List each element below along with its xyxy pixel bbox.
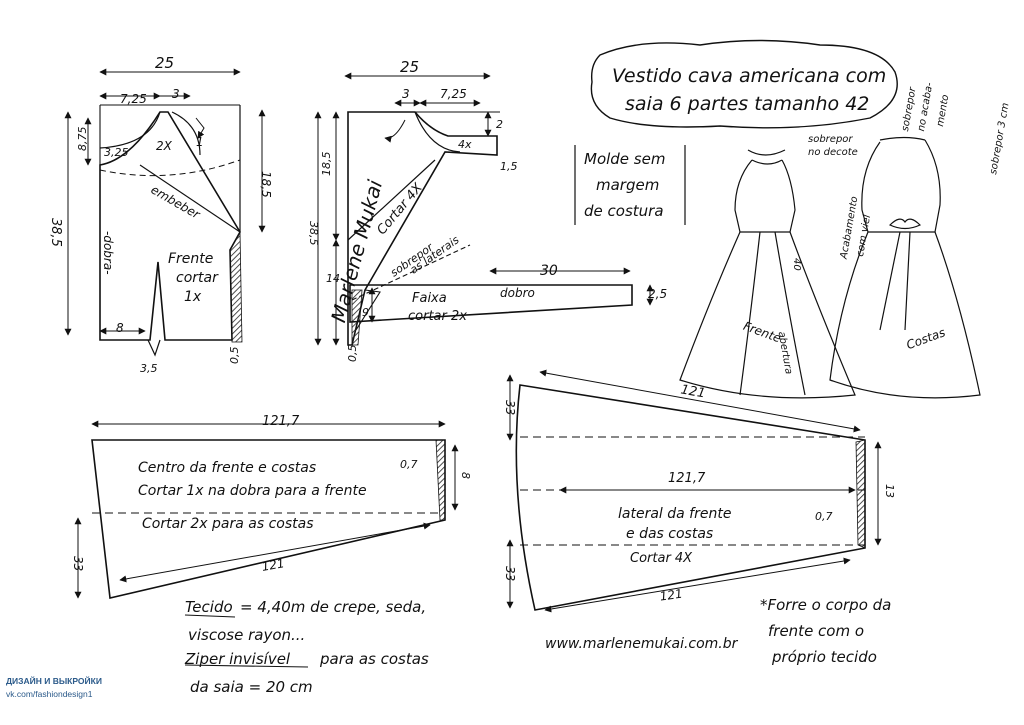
- center-skirt-panel: [74, 420, 459, 599]
- dress-sketch-back: [829, 136, 981, 399]
- side-label-3: Cortar 4X: [630, 551, 693, 566]
- back-h3: 14: [326, 272, 340, 285]
- front-e: 2X: [156, 139, 173, 153]
- back-nine: 9: [362, 306, 369, 319]
- sketch-sobrepor: sobrepor: [808, 134, 853, 145]
- back-c: 2: [496, 118, 503, 131]
- back-b: 7,25: [440, 87, 467, 101]
- watermark-title: ДИЗАЙН И ВЫКРОЙКИ: [6, 676, 102, 686]
- note-tecido-3: viscose rayon...: [188, 626, 305, 644]
- molde-line-2: margem: [596, 176, 659, 194]
- front-bodice-dimensions: [64, 68, 266, 336]
- center-height: 33: [71, 556, 85, 571]
- sketch-mento: mento: [935, 94, 951, 128]
- front-label-2: cortar: [176, 270, 219, 286]
- back-edge: 0,5: [346, 345, 359, 363]
- front-bodice-piece: [99, 104, 243, 357]
- back-h1: 18,5: [320, 152, 333, 177]
- faixa-label-1: Faixa: [412, 291, 447, 306]
- faixa-dobro: dobro: [500, 286, 535, 300]
- note-forre-2: frente com o: [768, 622, 864, 640]
- side-label-2: e das costas: [626, 526, 713, 542]
- note-tecido: Tecido: [185, 598, 233, 616]
- sketch-acaba: no acaba-: [916, 81, 935, 132]
- back-e: 1,5: [500, 160, 518, 173]
- faixa-len: 30: [540, 263, 558, 279]
- faixa-w: 2,5: [648, 287, 667, 301]
- front-f: 1: [196, 135, 204, 149]
- sketch-decote: no decote: [808, 147, 858, 158]
- sketch-abertura: abertura: [776, 331, 794, 376]
- side-mid: 121,7: [668, 471, 706, 486]
- front-edge: 0,5: [228, 347, 241, 365]
- dress-sketch-front: [679, 149, 856, 399]
- center-label-1: Centro da frente e costas: [138, 460, 316, 476]
- side-bottom: 121: [659, 587, 684, 604]
- back-bodice-dimensions: [314, 72, 492, 346]
- back-width: 25: [400, 58, 419, 76]
- watermark-url: vk.com/fashiondesign1: [6, 689, 93, 699]
- side-top: 121: [679, 382, 706, 401]
- center-r1: 0,7: [400, 458, 418, 471]
- front-c: 8,75: [76, 127, 89, 152]
- side-label-1: lateral da frente: [618, 506, 731, 522]
- center-label-3: Cortar 2x para as costas: [142, 516, 314, 532]
- center-label-2: Cortar 1x na dobra para a frente: [138, 483, 367, 499]
- sketch-costas: Costas: [904, 325, 947, 352]
- note-ziper-2: para as costas: [319, 650, 429, 668]
- front-label-1: Frente: [168, 251, 213, 267]
- front-width: 25: [155, 54, 174, 72]
- sketch-sobrepor-3cm: sobrepor 3 cm: [988, 102, 1011, 176]
- sketch-40: 40: [791, 258, 802, 271]
- sketch-viel: com viel: [855, 214, 873, 258]
- title-line-1: Vestido cava americana com: [612, 65, 886, 87]
- side-r: 13: [883, 484, 896, 498]
- title-cloud: [590, 39, 898, 129]
- center-top: 121,7: [262, 414, 300, 429]
- back-d: 4x: [458, 138, 472, 151]
- side-h1: 33: [503, 400, 517, 415]
- center-bottom: 121: [261, 556, 286, 574]
- note-tecido-2: = 4,40m de crepe, seda,: [240, 598, 426, 616]
- molde-line-3: de costura: [584, 202, 664, 220]
- faixa-piece: [349, 267, 654, 323]
- note-forre-1: *Forre o corpo da: [760, 596, 891, 614]
- site-url: www.marlenemukai.com.br: [545, 636, 739, 652]
- side-r2: 0,7: [815, 510, 833, 523]
- back-bodice-piece: [347, 111, 500, 346]
- note-forre-3: próprio tecido: [771, 648, 877, 666]
- title-line-2: saia 6 partes tamanho 42: [625, 93, 869, 115]
- faixa-label-2: cortar 2x: [408, 309, 467, 324]
- note-ziper: Ziper invisível: [184, 650, 291, 668]
- side-skirt-panel: [506, 369, 882, 613]
- side-h2: 33: [503, 566, 517, 581]
- ziper-underline: [184, 664, 309, 668]
- front-label-3: 1x: [184, 289, 202, 305]
- front-dart: 3,5: [140, 362, 158, 375]
- back-a: 3: [402, 87, 410, 101]
- front-right-height: 18,5: [259, 171, 273, 198]
- note-ziper-3: da saia = 20 cm: [190, 678, 313, 696]
- tecido-underline: [184, 614, 236, 618]
- front-bottom: 8: [116, 321, 124, 335]
- front-a: 7,25: [120, 92, 147, 106]
- molde-line-1: Molde sem: [584, 150, 665, 168]
- front-height: 38,5: [48, 218, 63, 247]
- center-r2: 8: [459, 472, 472, 479]
- front-dobra: -dobra-: [101, 231, 115, 275]
- front-d: 3,25: [104, 146, 129, 159]
- molde-bracket: [574, 145, 686, 225]
- front-b: 3: [172, 87, 180, 101]
- back-h2: 38,5: [307, 221, 320, 246]
